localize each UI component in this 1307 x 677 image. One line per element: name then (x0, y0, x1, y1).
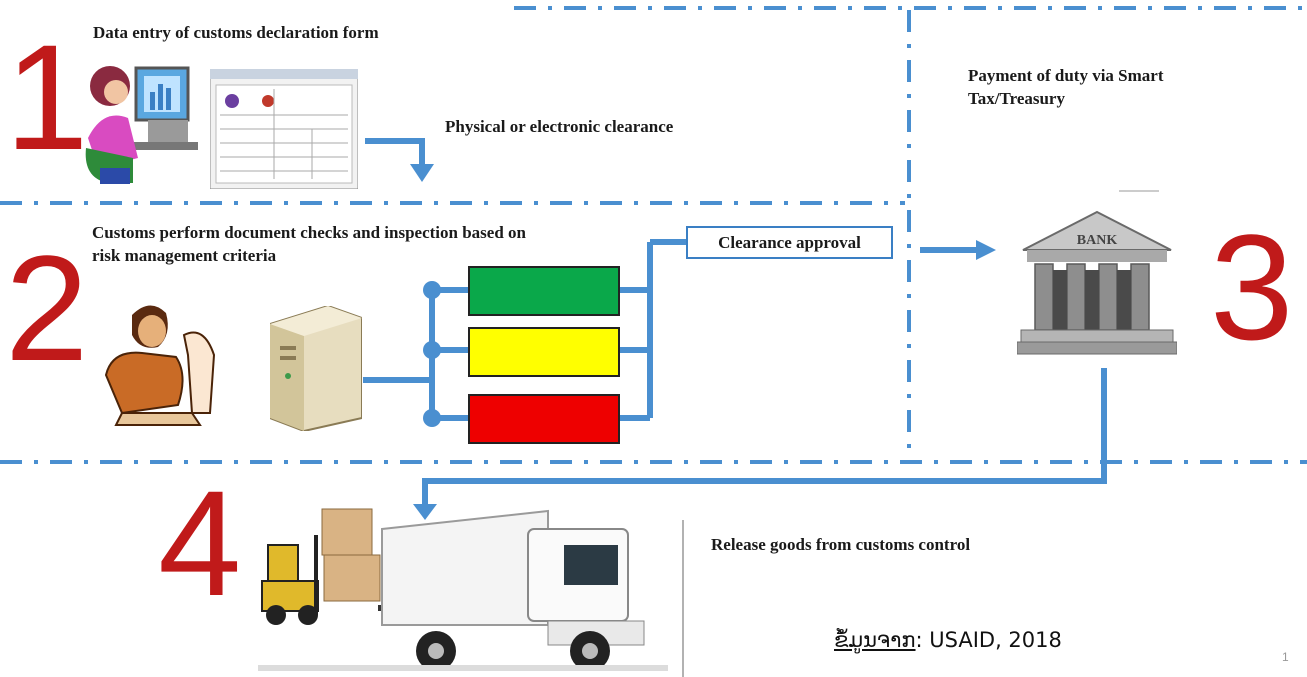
node-green (423, 281, 441, 299)
step1-arrow-line (365, 138, 425, 168)
customs-officer-icon (104, 305, 216, 426)
node-yellow (423, 341, 441, 359)
page-number: 1 (1282, 650, 1289, 664)
server-icon (270, 306, 362, 431)
red-channel-box (468, 394, 620, 444)
source-text: : USAID, 2018 (915, 628, 1062, 652)
data-entry-person-icon (85, 66, 198, 184)
step-4-number: 4 (158, 459, 242, 627)
truck-forklift-icon (258, 508, 668, 671)
step-4-label: Release goods from customs control (711, 535, 971, 554)
step-3-number: 3 (1210, 203, 1294, 371)
step1-arrowhead (410, 164, 434, 182)
step-1-label: Data entry of customs declaration form (93, 23, 379, 42)
step-2-label: Customs perform document checks and insp… (92, 223, 526, 265)
step-1-number: 1 (5, 13, 89, 181)
yellow-channel-box (468, 327, 620, 377)
step-3-label: Payment of duty via Smart Tax/Treasury (968, 66, 1164, 108)
green-channel-box (468, 266, 620, 316)
node-red (423, 409, 441, 427)
bank-to-truck-line (422, 368, 1107, 508)
to-truck-arrowhead (413, 504, 437, 520)
clearance-approval-box: Clearance approval (686, 226, 893, 259)
customs-form-screenshot (210, 69, 358, 189)
bank-icon: BANK (1017, 190, 1177, 355)
source-prefix: ຂໍ້ມູນຈາກ (834, 628, 916, 652)
step-2-number: 2 (5, 224, 89, 392)
physical-clearance-label: Physical or electronic clearance (445, 117, 674, 136)
bank-label: BANK (1077, 233, 1118, 248)
source-citation: ຂໍ້ມູນຈາກ: USAID, 2018 (834, 628, 1062, 652)
to-bank-arrowhead (976, 240, 996, 260)
